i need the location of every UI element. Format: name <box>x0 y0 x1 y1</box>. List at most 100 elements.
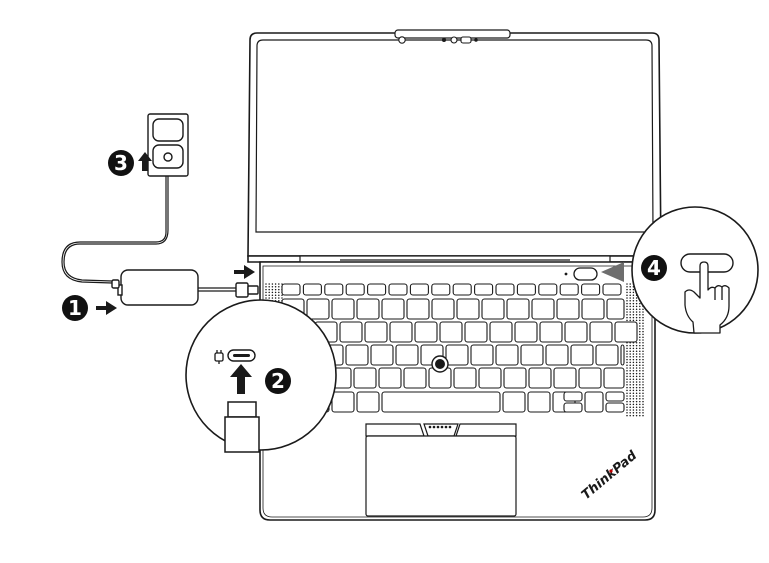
keyboard-key <box>306 298 330 320</box>
callout-usb-c-port <box>185 299 337 453</box>
speaker-hole <box>268 283 270 285</box>
keyboard-key <box>516 283 536 296</box>
speaker-hole <box>629 361 631 364</box>
speaker-hole <box>265 291 267 294</box>
speaker-hole <box>268 286 270 288</box>
keyboard-key <box>403 367 427 389</box>
speaker-hole <box>642 361 644 364</box>
step-number-3: 3 <box>114 151 128 175</box>
keyboard-key <box>559 283 579 296</box>
speaker-hole <box>635 353 638 355</box>
speaker-hole <box>629 300 631 302</box>
speaker-hole <box>642 403 644 406</box>
speaker-hole <box>629 406 631 408</box>
speaker-hole <box>265 288 267 291</box>
touchpad[interactable] <box>365 423 517 517</box>
speaker-hole <box>635 370 638 372</box>
speaker-hole <box>632 414 635 417</box>
speaker-hole <box>271 283 274 285</box>
speaker-hole <box>632 409 635 411</box>
keyboard-key <box>302 283 322 296</box>
speaker-hole <box>632 364 635 366</box>
power-button[interactable] <box>564 267 598 281</box>
speaker-hole <box>632 314 635 316</box>
speaker-hole <box>626 386 628 389</box>
speaker-hole <box>642 414 644 417</box>
step-badge-1: 1 <box>62 295 88 321</box>
speaker-hole <box>626 372 628 375</box>
speaker-hole <box>642 314 644 316</box>
keyboard-key <box>367 283 387 296</box>
speaker-hole <box>639 350 641 352</box>
speaker-hole <box>632 398 635 400</box>
keyboard-key <box>370 344 394 366</box>
speaker-hole <box>268 297 270 299</box>
speaker-hole <box>639 302 641 305</box>
speaker-hole <box>632 353 635 355</box>
speaker-hole <box>626 403 628 406</box>
speaker-hole <box>635 400 638 403</box>
speaker-hole <box>626 294 628 296</box>
keyboard-key <box>578 367 602 389</box>
laptop-lid <box>247 29 662 263</box>
speaker-hole <box>635 314 638 316</box>
speaker-hole <box>271 297 274 299</box>
keyboard-key <box>431 283 451 296</box>
speaker-hole <box>642 308 644 310</box>
speaker-hole <box>632 361 635 364</box>
keyboard-key <box>356 298 380 320</box>
speaker-hole <box>642 370 644 372</box>
speaker-hole <box>629 389 631 392</box>
keyboard-key <box>495 344 519 366</box>
speaker-hole <box>632 288 635 291</box>
speaker-hole <box>642 339 644 341</box>
speaker-hole <box>635 367 638 369</box>
speaker-hole <box>626 367 628 369</box>
speaker-hole <box>632 386 635 389</box>
keyboard-key <box>431 298 455 320</box>
speaker-hole <box>629 414 631 417</box>
speaker-hole <box>626 361 628 364</box>
speaker-hole <box>635 308 638 310</box>
speaker-hole <box>639 395 641 397</box>
speaker-hole <box>635 319 638 322</box>
speaker-hole <box>629 370 631 372</box>
keyboard-key <box>406 298 430 320</box>
keyboard-key <box>531 298 555 320</box>
speaker-hole <box>635 347 638 350</box>
speaker-hole <box>632 392 635 394</box>
keyboard-key <box>538 283 558 296</box>
keyboard-key <box>584 391 604 413</box>
keyboard-key <box>553 367 577 389</box>
speaker-hole <box>642 356 644 358</box>
speaker-hole <box>632 412 635 414</box>
speaker-hole <box>639 370 641 372</box>
callout-power-button <box>631 206 759 334</box>
trackpoint[interactable] <box>431 355 449 373</box>
speaker-hole <box>626 375 628 378</box>
speaker-hole <box>639 403 641 406</box>
speaker-hole <box>626 311 628 313</box>
speaker-hole <box>635 300 638 302</box>
keyboard-key <box>470 344 494 366</box>
speaker-hole <box>626 356 628 358</box>
speaker-hole <box>642 325 644 327</box>
speaker-hole <box>639 406 641 408</box>
keyboard-key <box>595 344 619 366</box>
keyboard-key <box>489 321 513 343</box>
speaker-hole <box>629 316 631 319</box>
speaker-hole <box>632 316 635 319</box>
keyboard-key <box>603 367 625 389</box>
wall-outlet <box>147 113 189 177</box>
speaker-hole <box>626 412 628 414</box>
step-number-1: 1 <box>68 296 82 320</box>
usb-c-connector <box>235 282 259 298</box>
speaker-hole <box>278 300 280 302</box>
keyboard-key <box>381 391 501 413</box>
speaker-hole <box>626 400 628 403</box>
speaker-hole <box>632 297 635 299</box>
speaker-hole <box>639 381 641 383</box>
speaker-hole <box>639 409 641 411</box>
speaker-hole <box>639 319 641 322</box>
